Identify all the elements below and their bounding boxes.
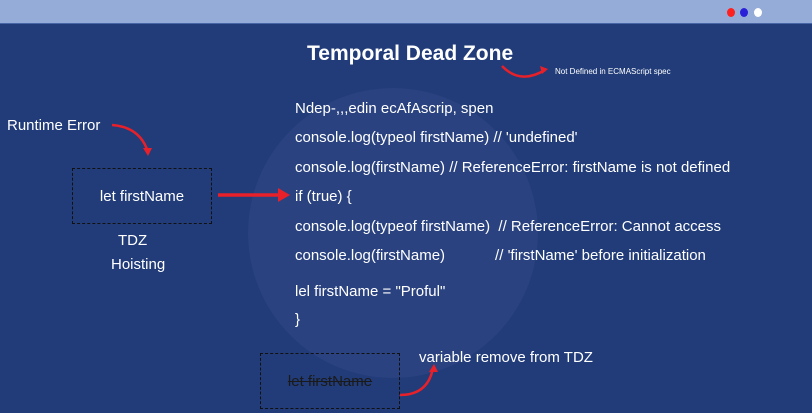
removed-declaration-box: let firstName — [260, 353, 400, 409]
title-bar — [0, 0, 812, 24]
code-line: Ndep-,,,edin ecAfAscrip, spen — [295, 100, 494, 117]
minimize-dot-icon[interactable] — [740, 8, 748, 17]
curved-arrow-icon — [501, 65, 546, 78]
hoisting-label: Hoisting — [111, 256, 166, 273]
code-line: lel firstName = "Proful" — [295, 283, 446, 300]
code-line: console.log(firstName) // 'firstName' be… — [295, 247, 706, 264]
runtime-error-label: Runtime Error — [7, 117, 101, 134]
curved-arrow-icon — [399, 367, 435, 397]
spec-note: Not Defined in ECMAScript spec — [555, 67, 671, 76]
code-line: console.log(firstName) // ReferenceError… — [295, 159, 731, 176]
let-declaration-box: let firstName — [72, 168, 212, 224]
code-line: console.log(typeol firstName) // 'undefi… — [295, 129, 578, 146]
page-title: Temporal Dead Zone — [307, 42, 514, 65]
removed-note: variable remove from TDZ — [419, 349, 593, 366]
code-line: } — [295, 311, 301, 328]
close-dot-icon[interactable] — [727, 8, 735, 17]
removed-declaration-text: let firstName — [287, 372, 373, 390]
code-line: console.log(typeof firstName) // Referen… — [295, 218, 722, 235]
let-declaration-text: let firstName — [99, 187, 185, 205]
curved-arrow-icon — [111, 123, 150, 153]
maximize-dot-icon[interactable] — [754, 8, 762, 17]
code-line: if (true) { — [295, 188, 352, 205]
tdz-label: TDZ — [118, 232, 148, 249]
logo-watermark — [248, 88, 538, 378]
